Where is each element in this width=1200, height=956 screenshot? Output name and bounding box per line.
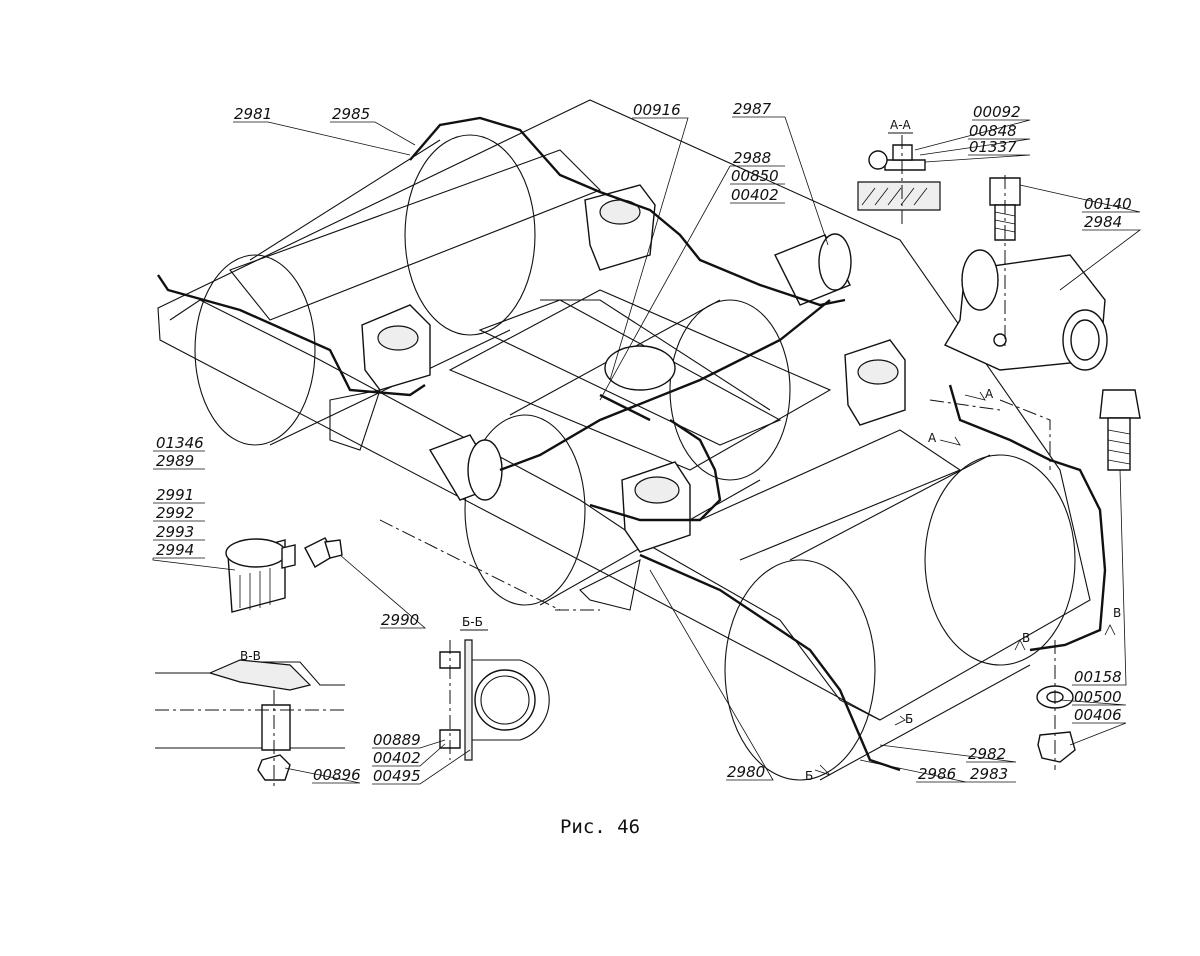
detail-section-bb: Б-Б [439,615,550,761]
main-assembly: А А Б Б В В [157,99,1121,783]
label-2989: 2989 [156,452,194,470]
label-2994: 2994 [156,541,194,559]
bracket-blocks [361,184,906,553]
figure-caption: Рис. 46 [559,816,641,838]
label-00896: 00896 [313,766,361,784]
label-00140: 00140 [1084,195,1132,213]
label-2988: 2988 [733,149,771,167]
label-2980: 2980 [727,763,765,781]
label-2987: 2987 [733,100,772,118]
svg-text:А: А [985,387,994,401]
svg-text:В: В [1113,606,1121,620]
svg-text:В: В [1022,631,1030,645]
svg-text:А-А: А-А [890,118,912,132]
label-00402-top: 00402 [731,186,779,204]
svg-text:В-В: В-В [240,649,261,663]
detail-section-aa: А-А [857,118,941,225]
detail-fasteners [1036,389,1141,770]
label-2982: 2982 [968,745,1006,763]
label-00406: 00406 [1074,706,1122,724]
label-00402-bottom: 00402 [373,749,421,767]
svg-text:Б: Б [805,769,813,783]
detail-section-vv: В-В [155,649,345,790]
section-markers: А А Б Б В В [805,387,1121,783]
receivers [428,233,852,501]
detail-fittings [225,537,343,613]
label-2991: 2991 [156,486,194,504]
label-2992: 2992 [156,504,194,522]
label-00495: 00495 [373,767,421,785]
label-00889: 00889 [373,731,421,749]
frame [157,99,1091,721]
label-00500: 00500 [1074,688,1122,706]
label-2981: 2981 [234,105,272,123]
label-2985: 2985 [332,105,370,123]
label-2986: 2986 [918,765,956,783]
svg-text:А: А [928,431,937,445]
deck-ring [604,345,676,391]
pipelines [157,116,1107,772]
right-air-tank [724,454,1076,781]
detail-clamp [943,175,1108,371]
label-00916: 00916 [633,101,681,119]
part-labels: 2981 2985 00916 2987 2988 00850 00402 00… [156,100,1132,785]
label-2984: 2984 [1084,213,1122,231]
label-01337: 01337 [969,138,1017,156]
label-2990: 2990 [381,611,419,629]
label-00158: 00158 [1074,668,1122,686]
label-00848: 00848 [969,122,1017,140]
label-01346: 01346 [156,434,204,452]
svg-text:Б: Б [905,712,913,726]
label-00092: 00092 [973,103,1021,121]
leader-lines [152,116,1142,785]
svg-text:Б-Б: Б-Б [462,615,483,629]
label-2983: 2983 [970,765,1008,783]
label-00850: 00850 [731,167,779,185]
label-2993: 2993 [156,523,194,541]
